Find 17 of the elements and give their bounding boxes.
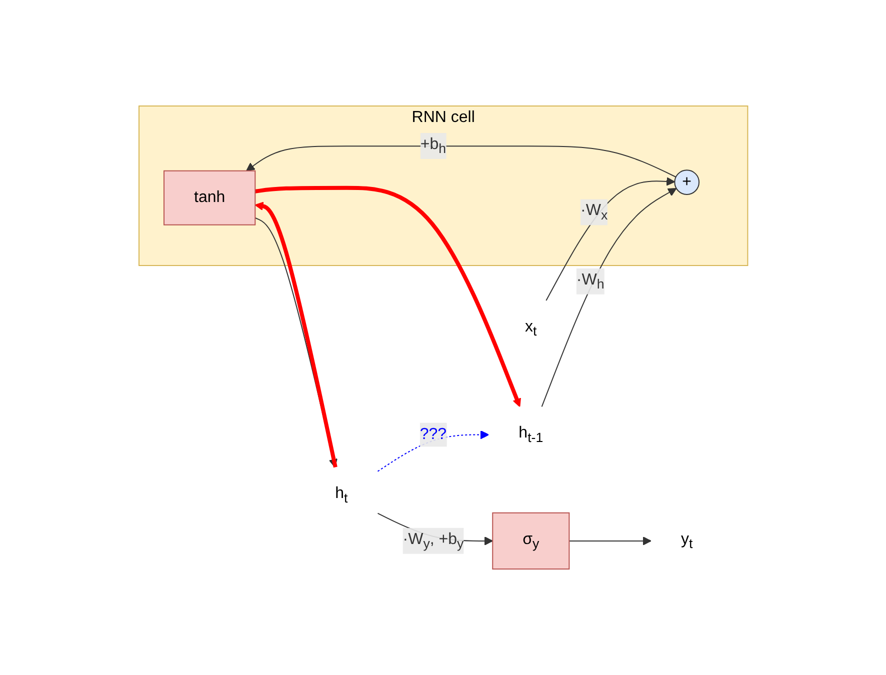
edge-label: +b$_{h}$ [420, 136, 446, 156]
arrow [254, 186, 521, 408]
node-text: x$_{t}$ [524, 318, 536, 339]
arrow [540, 188, 676, 408]
node-box: σ$_{y}$ [492, 512, 570, 570]
edge-label: ·W$_{x}$ [580, 202, 608, 222]
node-circle: + [674, 170, 700, 195]
edge-label: ??? [420, 426, 446, 443]
node-text: h$_{t-1}$ [518, 424, 543, 445]
arrow [246, 146, 676, 178]
arrow [545, 177, 675, 301]
node-box: tanh [163, 170, 256, 226]
node-text: y$_{t}$ [680, 530, 692, 552]
arrow [568, 536, 652, 546]
node-text: h$_{t}$ [334, 485, 348, 506]
edge-label: ·W$_{h}$ [576, 271, 604, 292]
edge-label: ·W$_{y}$, +b$_{y}$ [402, 530, 464, 552]
